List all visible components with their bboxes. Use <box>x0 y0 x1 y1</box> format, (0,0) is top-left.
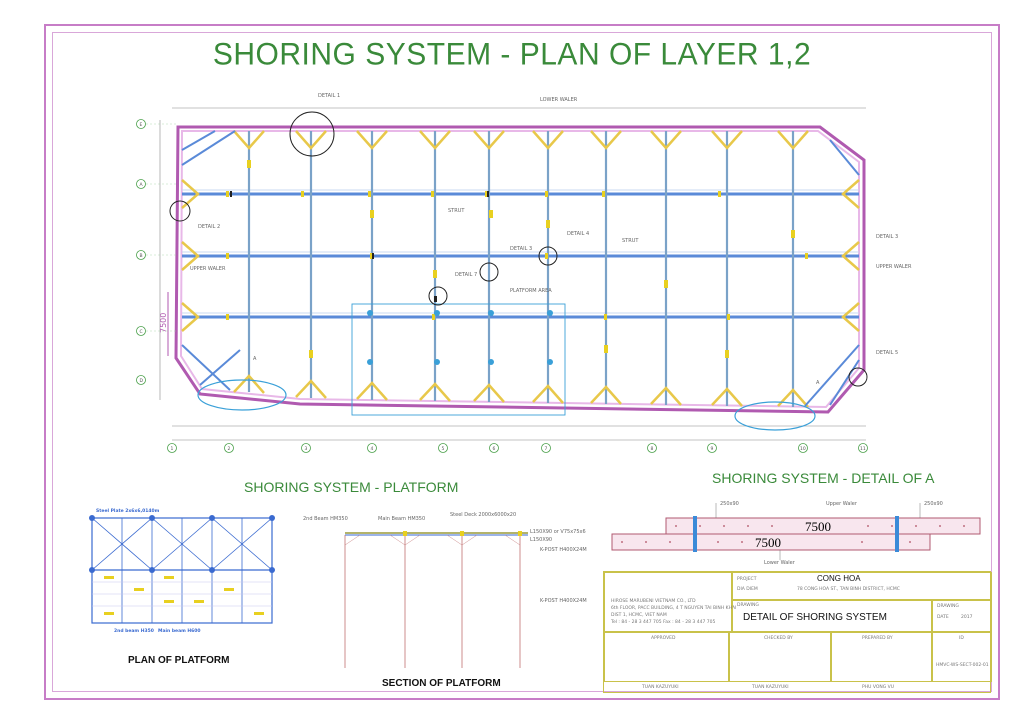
signature-approved: TUAN KAZUYUKI <box>642 685 679 690</box>
grid-col-label: 1 <box>171 446 174 452</box>
section-kpost-label: K-POST H400X24M <box>540 598 587 604</box>
project-cell: PROJECT CONG HOA DIA DIEM 78 CONG HOA ST… <box>732 572 992 600</box>
section-steel-deck-label: Steel Deck 2000x6000x20 <box>450 512 516 518</box>
grid-col-label: 5 <box>442 446 445 452</box>
upper-waler-left-label: UPPER WALER <box>190 266 226 272</box>
detail-a-ellipse-right <box>734 401 816 431</box>
grid-row-label: E <box>140 122 143 128</box>
drawing-frame-outer <box>44 24 1000 700</box>
detail-3-circle <box>538 246 558 266</box>
corner-braces-top <box>233 130 809 150</box>
strut-label: STRUT <box>448 208 465 214</box>
detail-a-upper-waler: Upper Waler <box>826 501 858 507</box>
detail-a-length-bottom: 7500 <box>755 535 781 550</box>
grid-row-label: C <box>140 329 143 335</box>
title-block: HIROSE MARUBENI VIETNAM CO., LTD 6th FLO… <box>603 571 992 693</box>
platform-area-label: PLATFORM AREA <box>510 288 552 294</box>
detail-a-marker: A <box>816 380 820 386</box>
grid-col-label: 8 <box>651 446 654 452</box>
signature-checked: TUAN KAZUYUKI <box>752 685 789 690</box>
detail-a-length-top: 7500 <box>805 519 831 534</box>
horizontal-struts <box>182 192 859 319</box>
upper-waler-label: UPPER WALER <box>876 264 912 270</box>
approved-cell: APPROVED <box>604 632 729 682</box>
detail-a-dim-right: 250x90 <box>924 501 943 507</box>
grid-col-label: 10 <box>800 446 806 452</box>
drawing-cell: DRAWING DETAIL OF SHORING SYSTEM <box>732 600 932 632</box>
section-l150-label: L150X90 or V75x75x6 <box>530 529 586 535</box>
detail-4-label: DETAIL 4 <box>567 231 589 237</box>
grid-col-label: 11 <box>860 446 866 452</box>
detail-a-title: SHORING SYSTEM - DETAIL OF A <box>712 470 935 486</box>
detail-1-circle <box>289 111 335 157</box>
dim-7500-label: 7500 <box>159 313 168 333</box>
grid-col-label: 4 <box>371 446 374 452</box>
detail-1-label: DETAIL 1 <box>318 93 340 99</box>
company-cell: HIROSE MARUBENI VIETNAM CO., LTD 6th FLO… <box>604 572 736 632</box>
detail-a-ellipse-left <box>197 379 287 411</box>
drawing-frame-inner <box>52 32 992 692</box>
drawing-title: SHORING SYSTEM - PLAN OF LAYER 1,2 <box>212 37 812 72</box>
platform-title: SHORING SYSTEM - PLATFORM <box>244 479 459 495</box>
grid-col-label: 6 <box>493 446 496 452</box>
grid-row-label: A <box>140 182 144 188</box>
detail-5-circle <box>848 367 868 387</box>
second-beam-label: 2nd beam H350 <box>114 628 154 634</box>
vertical-posts <box>247 131 795 407</box>
detail-a-dim-left: 250x90 <box>720 501 739 507</box>
detail-8-circle <box>428 286 448 306</box>
detail-3-right-label: DETAIL 3 <box>876 234 898 240</box>
section-l150b-label: L150X90 <box>530 537 552 543</box>
section-kpost-top-label: K-POST H400X24M <box>540 547 587 553</box>
detail-7-circle <box>479 262 499 282</box>
drawing-number-cell: ID HMVC-WS-SECT-002-01 <box>932 632 992 682</box>
main-beam-label: Main beam H600 <box>158 628 201 634</box>
grid-col-label: 9 <box>711 446 714 452</box>
section-of-platform-caption: SECTION OF PLATFORM <box>382 678 501 689</box>
date-cell: DRAWING DATE 2017 <box>932 600 992 632</box>
detail-7-label: DETAIL 7 <box>455 272 477 278</box>
section-second-beam-label: 2nd Beam HM350 <box>303 516 348 522</box>
lower-waler-label: LOWER WALER <box>540 97 578 103</box>
signature-prepared: PHU VONG VU <box>862 685 895 690</box>
grid-col-label: 7 <box>545 446 548 452</box>
prepared-cell: PREPARED BY <box>831 632 932 682</box>
detail-a-lower-waler: Lower Waler <box>764 560 796 566</box>
detail-3-label: DETAIL 3 <box>510 246 532 252</box>
grid-col-label: 2 <box>228 446 231 452</box>
detail-2-label: DETAIL 2 <box>198 224 220 230</box>
platform-area-box <box>351 303 566 416</box>
plan-of-platform-caption: PLAN OF PLATFORM <box>128 655 230 666</box>
lower-waler-outline <box>174 125 866 414</box>
detail-5-label: DETAIL 5 <box>876 350 898 356</box>
checked-cell: CHECKED BY <box>729 632 831 682</box>
corner-braces-bottom <box>233 374 809 408</box>
detail-2-circle <box>169 200 191 222</box>
steel-plate-label: Steel Plate 2x6x6,0140m <box>96 508 160 514</box>
grid-col-label: 3 <box>305 446 308 452</box>
section-main-beam-label: Main Beam HM350 <box>378 516 425 522</box>
grid-row-label: B <box>140 253 143 259</box>
detail-a-marker: A <box>253 356 257 362</box>
grid-row-label: D <box>140 378 144 384</box>
strut-label: STRUT <box>622 238 639 244</box>
